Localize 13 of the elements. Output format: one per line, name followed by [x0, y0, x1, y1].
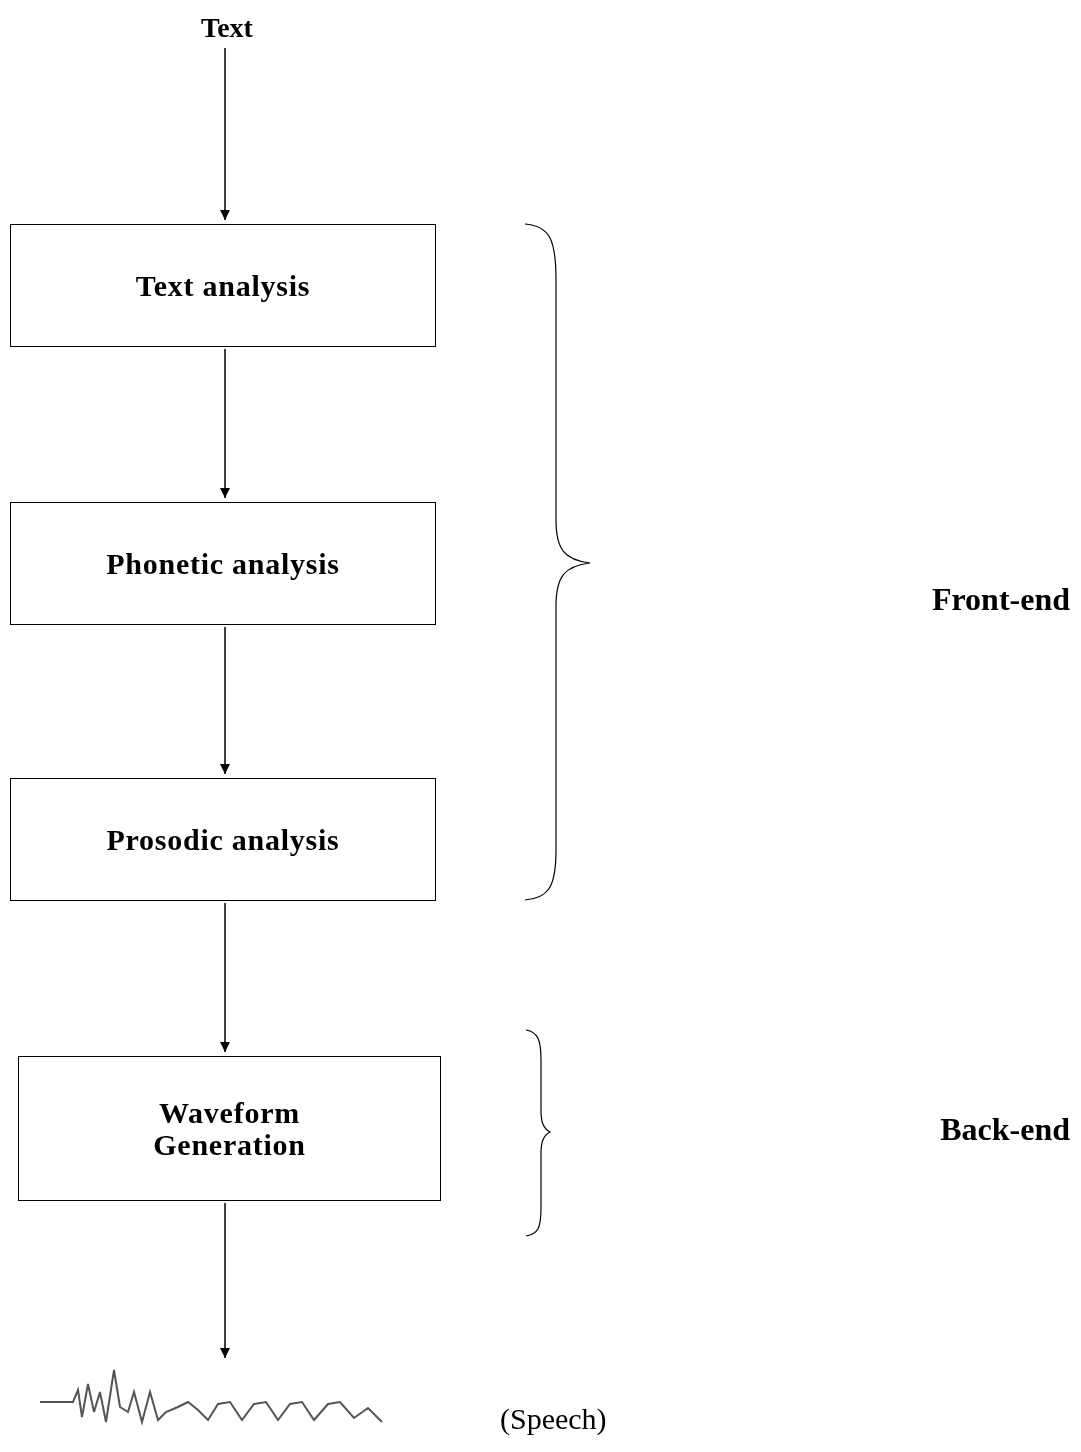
process-box: Waveform Generation	[18, 1056, 441, 1201]
stage-label: Back-end	[939, 1110, 1070, 1149]
arrow	[220, 626, 230, 775]
arrow	[220, 1202, 230, 1359]
arrow	[220, 902, 230, 1053]
process-box: Phonetic analysis	[10, 502, 436, 625]
stage-label: Front-end	[930, 580, 1070, 619]
output-caption: (Speech)	[500, 1401, 607, 1437]
process-box: Prosodic analysis	[10, 778, 436, 901]
arrow	[220, 47, 230, 221]
input-label: Text	[180, 10, 274, 46]
arrow	[220, 348, 230, 499]
process-box: Text analysis	[10, 224, 436, 347]
